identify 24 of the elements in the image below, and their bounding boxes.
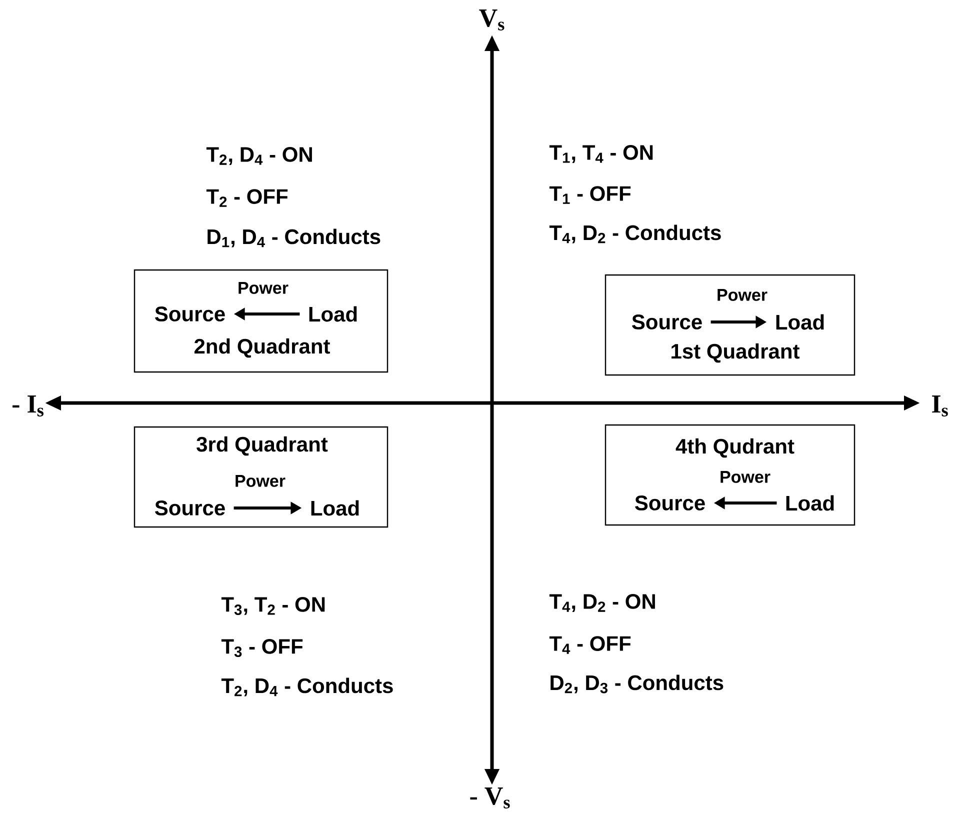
axis-label: I$_{s}$ bbox=[932, 396, 948, 416]
node-label: Source bbox=[632, 314, 702, 330]
node-label: Load bbox=[776, 314, 824, 330]
switch-state-text: D$_{2}$, D$_{3}$ - Conducts bbox=[550, 674, 724, 694]
node-label: Source bbox=[155, 306, 225, 322]
switch-state-text: D$_{1}$, D$_{4}$ - Conducts bbox=[208, 228, 380, 248]
node-label: Load bbox=[311, 500, 359, 516]
switch-state-text: T$_{4}$, D$_{2}$ - ON bbox=[549, 594, 655, 612]
switch-state-text: T$_{1}$ - OFF bbox=[549, 186, 631, 204]
switch-state-text: T$_{2}$ - OFF bbox=[206, 189, 288, 207]
switch-state-text: T$_{3}$, T$_{2}$ - ON bbox=[221, 597, 325, 615]
node-label: Source bbox=[155, 500, 225, 516]
node-label: Source bbox=[635, 496, 705, 510]
switch-state-text: T$_{4}$, D$_{2}$ - Conducts bbox=[549, 224, 721, 244]
switch-state-text: T$_{1}$, T$_{4}$ - ON bbox=[549, 145, 653, 163]
switch-state-text: T$_{2}$, D$_{4}$ - ON bbox=[206, 147, 312, 165]
node-label: Load bbox=[786, 495, 834, 511]
switch-state-text: T$_{4}$ - OFF bbox=[549, 636, 631, 654]
switch-state-text: T$_{3}$ - OFF bbox=[221, 639, 303, 657]
axis-label: - V$_{s}$ bbox=[470, 788, 510, 808]
switch-state-text: T$_{2}$, D$_{4}$ - Conducts bbox=[221, 678, 393, 696]
axis-label: V$_{s}$ bbox=[479, 10, 504, 30]
axis-label: - I$_{s}$ bbox=[12, 396, 44, 416]
node-label: Load bbox=[309, 306, 357, 322]
